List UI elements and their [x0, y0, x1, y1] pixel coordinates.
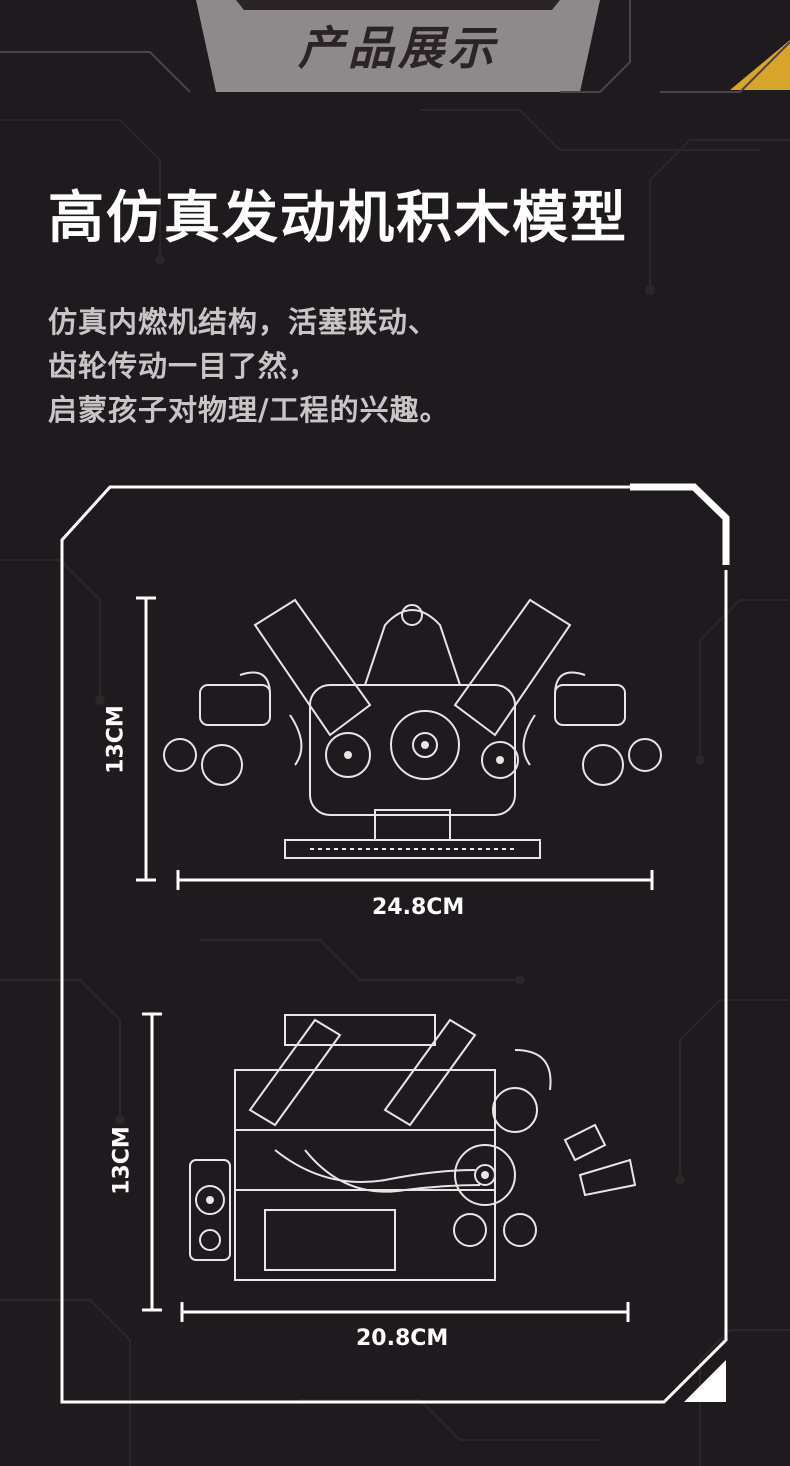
- header-title: 产品展示: [298, 21, 498, 75]
- description: 仿真内燃机结构，活塞联动、 齿轮传动一目了然， 启蒙孩子对物理/工程的兴趣。: [48, 300, 450, 432]
- description-line: 仿真内燃机结构，活塞联动、: [48, 305, 439, 339]
- description-line: 启蒙孩子对物理/工程的兴趣。: [48, 393, 450, 427]
- engine-side-view: [189, 1014, 637, 1281]
- front-width-label: 24.8CM: [372, 895, 465, 920]
- description-line: 齿轮传动一目了然，: [48, 349, 319, 383]
- main-title: 高仿真发动机积木模型: [48, 186, 628, 251]
- side-width-label: 20.8CM: [356, 1326, 449, 1351]
- header-tab-shape: [196, 0, 600, 92]
- engine-front-view: [163, 598, 662, 859]
- side-height-label: 13CM: [109, 1126, 135, 1195]
- corner-decoration: [560, 0, 790, 93]
- corner-decoration-left: [0, 51, 191, 93]
